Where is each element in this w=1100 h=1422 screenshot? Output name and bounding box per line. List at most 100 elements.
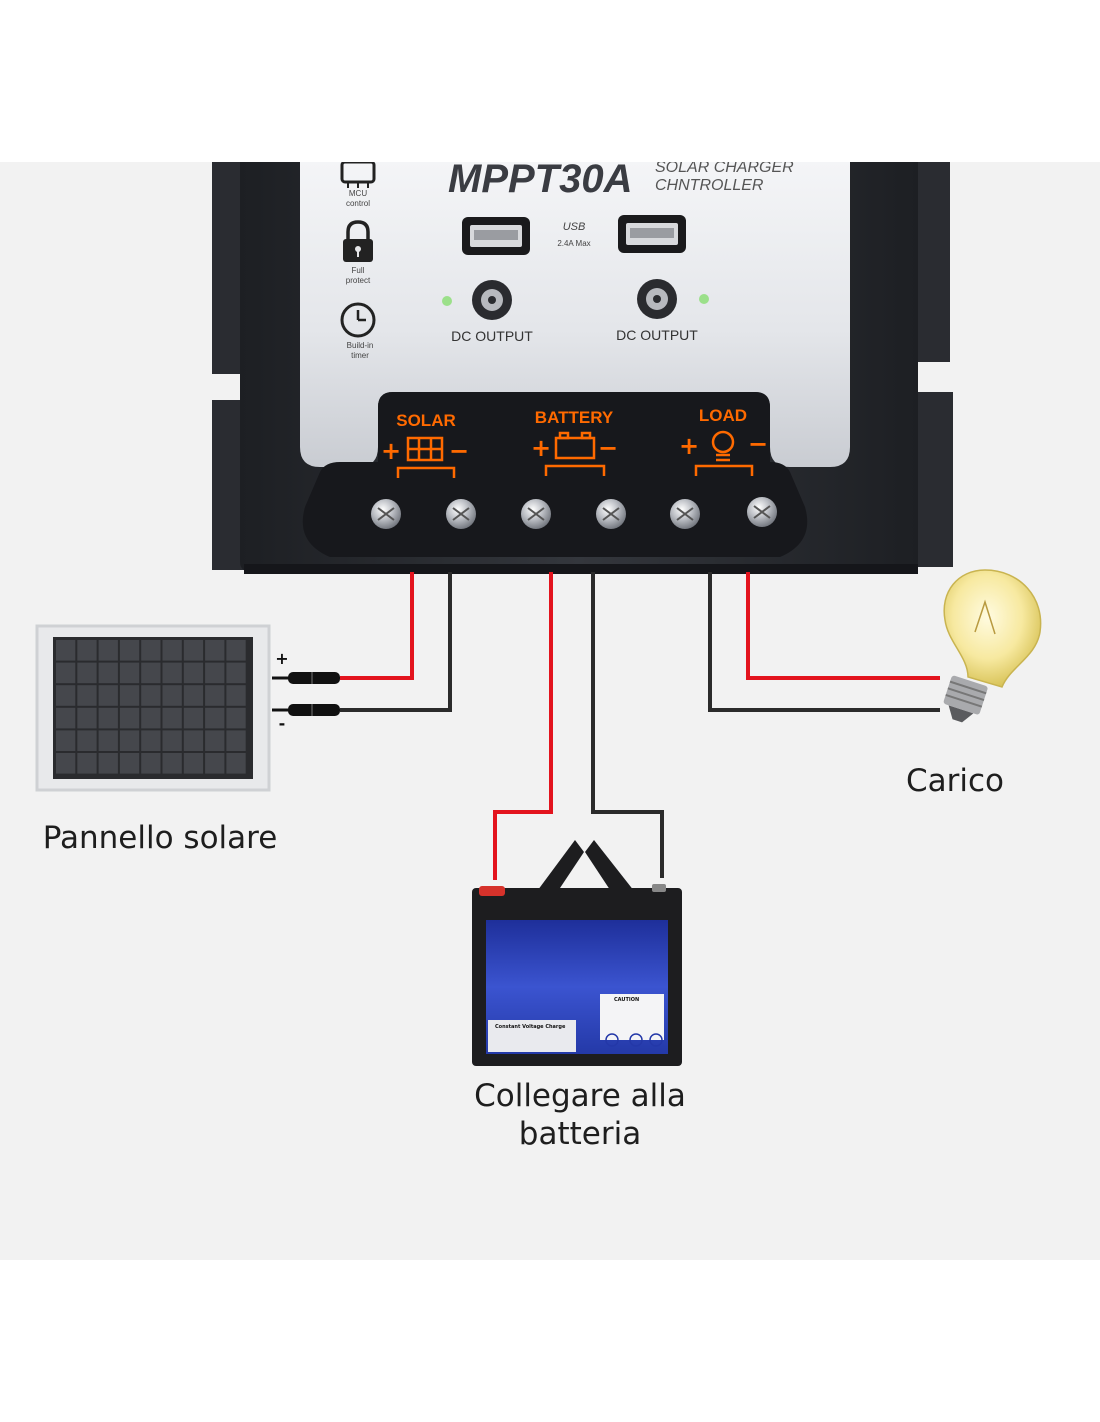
light-bulb <box>943 569 1042 723</box>
solar-cell <box>141 662 161 684</box>
usb-rating: 2.4A Max <box>557 239 590 248</box>
dc-output-right-label: DC OUTPUT <box>616 327 698 343</box>
lightbulb-symbol-icon <box>694 430 754 476</box>
solar-cell <box>141 707 161 729</box>
controller-base <box>244 564 918 574</box>
cert-mark-icon <box>605 1033 619 1047</box>
solar-minus: − <box>449 437 469 465</box>
solar-cell <box>183 707 204 729</box>
dc-socket-right[interactable] <box>637 279 677 319</box>
cert-mark-icon <box>629 1033 643 1047</box>
terminal-screw-load-negative[interactable] <box>747 497 777 527</box>
solar-cell <box>98 707 118 729</box>
led-right <box>699 294 709 304</box>
caption-battery-line1: Collegare alla <box>474 1078 686 1114</box>
solar-cell <box>77 662 97 684</box>
solar-cells <box>56 640 246 774</box>
battery: CAUTION Constant Voltage Charge <box>472 840 682 1066</box>
feature-protect-line1: Full <box>352 266 365 275</box>
battery-minus: − <box>598 434 618 462</box>
feature-mcu-line1: MCU <box>349 189 367 198</box>
solar-cell <box>56 662 76 684</box>
solar-plus: + <box>381 437 401 465</box>
solar-cell <box>162 730 182 751</box>
solar-cell <box>205 662 225 684</box>
solar-cell <box>56 730 76 751</box>
solar-cell <box>98 685 118 706</box>
solar-cell <box>226 662 246 684</box>
battery-caution-sticker <box>600 994 664 1040</box>
solar-cell <box>98 640 118 661</box>
solar-cell <box>77 640 97 661</box>
battery-positive-terminal <box>479 886 505 896</box>
solar-cell <box>205 753 225 774</box>
wire-battery-positive <box>493 572 553 880</box>
solar-cell <box>205 685 225 706</box>
solar-cell <box>205 730 225 751</box>
solar-cell <box>119 730 140 751</box>
feature-timer-line2: timer <box>351 351 369 360</box>
solar-cell <box>226 753 246 774</box>
solar-cell <box>119 662 140 684</box>
terminal-screw-solar-negative[interactable] <box>446 499 476 529</box>
mc4-connector-negative <box>272 704 340 716</box>
solar-cell <box>141 685 161 706</box>
solar-cell <box>56 640 76 661</box>
chip-icon <box>340 162 376 188</box>
led-left <box>442 296 452 306</box>
solar-cell <box>183 685 204 706</box>
battery-symbol-icon <box>544 431 606 476</box>
usb-port-left[interactable] <box>462 217 530 255</box>
solar-cell <box>119 753 140 774</box>
dc-socket-left[interactable] <box>472 280 512 320</box>
clock-icon <box>340 302 376 338</box>
solar-cell <box>56 685 76 706</box>
mc4-connector-positive <box>272 672 340 684</box>
cert-mark-icon <box>649 1033 663 1047</box>
terminal-screw-load-positive[interactable] <box>670 499 700 529</box>
dc-output-left-label: DC OUTPUT <box>451 328 533 344</box>
panel-minus-sign: - <box>279 714 286 733</box>
solar-cell <box>141 640 161 661</box>
solar-cell <box>98 662 118 684</box>
model-title: MPPT30A <box>448 162 633 201</box>
solar-cell <box>56 707 76 729</box>
usb-label: USB <box>563 221 586 233</box>
wire-battery-negative <box>591 572 664 878</box>
caption-load: Carico <box>905 763 1004 799</box>
terminal-screw-solar-positive[interactable] <box>371 499 401 529</box>
terminal-screw-battery-negative[interactable] <box>596 499 626 529</box>
panel-plus-sign: + <box>275 649 288 668</box>
feature-mcu-line2: control <box>346 199 370 208</box>
load-plus: + <box>679 432 699 460</box>
solar-cell <box>226 685 246 706</box>
solar-cell <box>98 753 118 774</box>
terminal-screw-battery-positive[interactable] <box>521 499 551 529</box>
diagram-canvas: MCU control Full protect Build-in timer … <box>35 162 1042 1066</box>
wire-solar-negative <box>340 572 452 712</box>
caption-battery-line2: batteria <box>518 1116 642 1152</box>
solar-panel-symbol-icon <box>396 436 456 478</box>
wiring-diagram: MCU control Full protect Build-in timer … <box>0 162 1100 1260</box>
solar-cell <box>77 707 97 729</box>
solar-cell <box>119 685 140 706</box>
solar-cell <box>119 640 140 661</box>
solar-cell <box>226 640 246 661</box>
solar-cell <box>162 753 182 774</box>
solar-cell <box>162 707 182 729</box>
solar-cell <box>162 640 182 661</box>
usb-port-right[interactable] <box>618 215 686 253</box>
battery-plus: + <box>531 434 551 462</box>
solar-cell <box>77 685 97 706</box>
battery-charge-title: Constant Voltage Charge <box>495 1024 566 1030</box>
wires <box>340 572 940 880</box>
solar-cell <box>183 753 204 774</box>
solar-cell <box>183 730 204 751</box>
battery-charge-sticker <box>488 1020 576 1052</box>
wire-solar-positive <box>340 572 414 680</box>
load-minus: − <box>748 430 768 458</box>
subtitle-line1: SOLAR CHARGER <box>655 162 794 176</box>
solar-cell <box>141 753 161 774</box>
solar-cell <box>98 730 118 751</box>
solar-cell <box>183 640 204 661</box>
